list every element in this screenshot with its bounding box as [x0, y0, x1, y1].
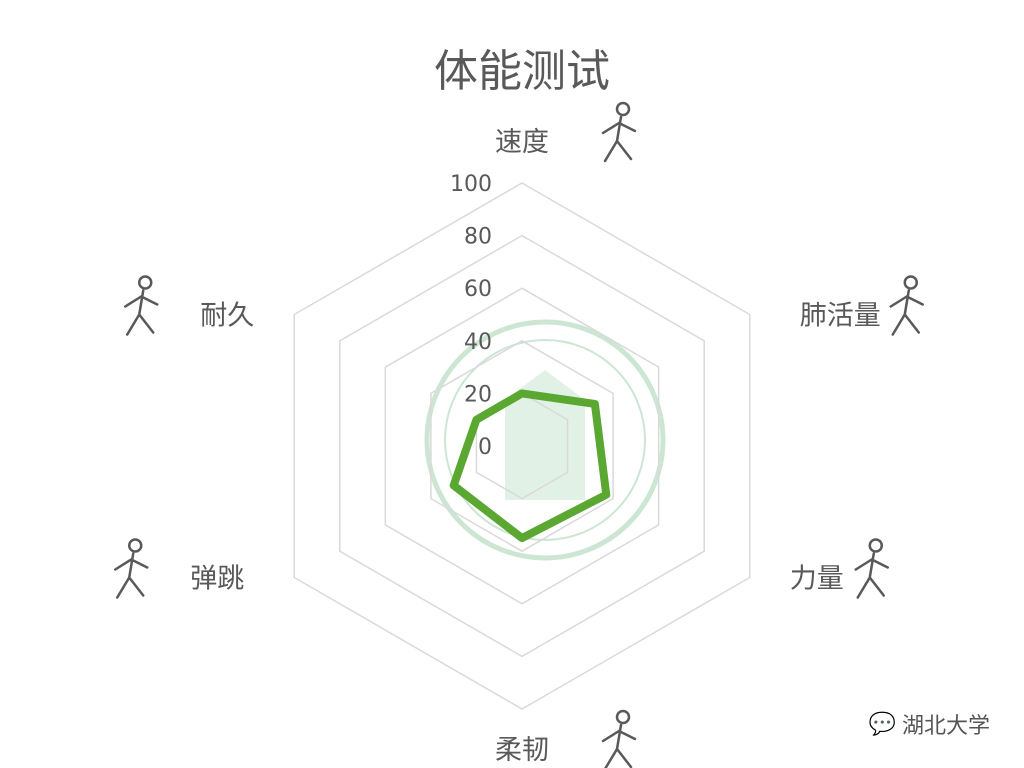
radial-tick-label: 0 [478, 435, 492, 460]
category-label: 弹跳 [190, 564, 244, 595]
data-point [453, 484, 455, 486]
radial-tick-label: 100 [450, 172, 492, 197]
data-point [475, 419, 477, 421]
swimming-icon [889, 275, 925, 336]
brand-label: 湖北大学 [901, 714, 990, 739]
category-label: 柔韧 [495, 735, 549, 766]
grid-ring [339, 234, 705, 658]
category-label: 力量 [790, 564, 844, 595]
grid-ring [293, 182, 751, 710]
category-label: 肺活量 [800, 301, 881, 332]
shot-put-icon [854, 538, 890, 599]
data-point [605, 494, 607, 496]
grid-ring [430, 339, 614, 553]
wechat-icon: 💬 [868, 711, 896, 737]
radial-tick-label: 20 [464, 382, 492, 407]
running-icon [601, 101, 637, 163]
grid-ring [384, 287, 660, 605]
skating-icon [123, 275, 159, 336]
data-point [594, 403, 596, 405]
data-point [521, 392, 523, 394]
ball-throw-icon [113, 538, 149, 599]
wechat-brand: 💬 湖北大学 [869, 708, 990, 740]
radial-tick-label: 60 [464, 277, 492, 302]
stretching-icon [601, 709, 637, 768]
radial-tick-label: 80 [464, 225, 492, 250]
data-point [521, 537, 523, 539]
radial-tick-label: 40 [464, 330, 492, 355]
chart-title: 体能测试 [434, 46, 610, 97]
category-label: 速度 [495, 127, 549, 158]
category-label: 耐久 [200, 301, 254, 332]
